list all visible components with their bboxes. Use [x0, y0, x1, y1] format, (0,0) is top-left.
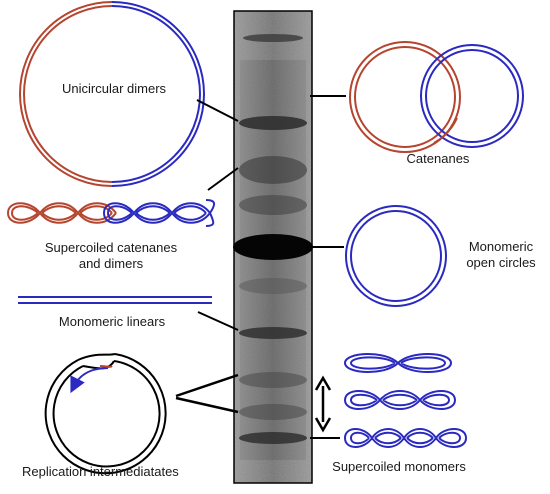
label-monomeric-linears: Monomeric linears: [59, 314, 166, 329]
label-supercoiled-catenanes-line2: and dimers: [79, 256, 144, 271]
ri-outer-ring: [44, 353, 167, 475]
open-circle-outer: [345, 205, 447, 307]
supercoiled-monomers-figure: [343, 353, 468, 448]
label-supercoiled-catenanes-line1: Supercoiled catenanes: [45, 240, 178, 255]
topoisomer-2-inner: [350, 393, 451, 407]
blue-strand-b: [103, 202, 211, 224]
catenane-blue-inner: [425, 49, 519, 143]
ri-nascent-red: [99, 365, 113, 368]
band-supercoiled-catenanes: [239, 156, 307, 184]
label-supercoiled-monomers: Supercoiled monomers: [332, 459, 466, 474]
band-supercoiled-monomers: [239, 432, 307, 444]
dimer-blue-outer: [111, 1, 205, 187]
band-open-circles: [233, 234, 313, 260]
catenanes-figure: [349, 41, 524, 153]
topoisomer-1-outer: [343, 353, 453, 373]
label-unicircular-dimers: Unicircular dimers: [62, 81, 167, 96]
label-monomeric-open-circles-line2: open circles: [466, 255, 536, 270]
band-monomeric-linears: [239, 327, 307, 339]
blue-strand-inner-a: [107, 205, 207, 221]
catenane-crossing: [433, 117, 458, 144]
pointer-replication-upper: [175, 373, 239, 398]
topoisomer-1-inner: [350, 356, 447, 370]
pointer-monomeric-linears: [197, 311, 239, 331]
red-strand-a: [7, 202, 117, 224]
monomeric-linears-figure: [18, 296, 212, 304]
pointer-supercoiled-catenanes: [207, 167, 239, 191]
unicircular-dimers-figure: [19, 1, 205, 187]
topoisomer-3-outer: [343, 428, 468, 448]
double-headed-arrow: [314, 375, 332, 433]
topoisomer-3-inner: [350, 431, 462, 445]
pointer-unicircular-dimers: [196, 99, 239, 122]
pointer-replication-lower: [175, 396, 239, 414]
band-smear-upper: [239, 195, 307, 215]
replication-intermediates-figure: [44, 353, 167, 475]
arrow-head-down: [314, 417, 332, 433]
gel-lane: [233, 10, 313, 484]
band-replication-upper: [239, 372, 307, 388]
catenane-red-outer: [349, 41, 461, 153]
label-monomeric-open-circles-line1: Monomeric: [469, 239, 534, 254]
band-catenanes: [239, 116, 307, 130]
ri-inner-ring: [52, 360, 161, 468]
blue-strand-inner-b: [107, 205, 207, 221]
open-circle-figure: [345, 205, 447, 307]
red-strand-inner-a: [11, 205, 113, 221]
catenane-blue-outer: [420, 44, 524, 148]
ri-fork-top: [77, 353, 116, 361]
topoisomer-2-outer: [343, 390, 457, 410]
dimer-blue-inner: [111, 5, 201, 183]
dimer-red-inner: [23, 5, 113, 183]
band-faint: [239, 278, 307, 294]
arrow-head-up: [314, 375, 332, 391]
catenane-red-inner: [354, 46, 456, 148]
label-catenanes: Catenanes: [407, 151, 470, 166]
dimer-red-outer: [19, 1, 113, 187]
red-strand-b: [7, 202, 117, 224]
open-circle-inner: [350, 210, 442, 302]
band-replication-lower: [239, 404, 307, 420]
label-replication-intermediates: Replication intermediatates: [22, 464, 179, 479]
supercoiled-catenanes-figure: [7, 199, 216, 227]
red-strand-inner-b: [11, 205, 113, 221]
band-well: [243, 34, 303, 42]
ri-nascent-strand-arrow: [70, 367, 109, 394]
